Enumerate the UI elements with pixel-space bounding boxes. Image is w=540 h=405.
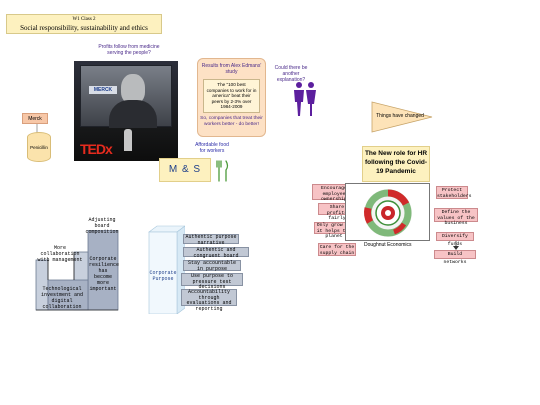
page-title: Social responsibility, sustainability an…	[20, 24, 148, 32]
portrait-face	[121, 74, 145, 104]
study-conclusion: So, companies that treat their workers b…	[200, 115, 263, 127]
ms-box: M & S	[159, 158, 211, 182]
hr-role-title: The New role for HR following the Covid-…	[362, 146, 430, 182]
study-header: Results from Alex Edmans' study	[201, 63, 262, 75]
collaboration-label: More collaboration with management	[37, 245, 83, 263]
resilience-steps	[35, 230, 119, 311]
penicillin-cylinder: Penicillin	[27, 132, 51, 162]
resilience-label: Corporate resilience has become more imp…	[89, 256, 120, 292]
things-changed-arrow	[371, 101, 433, 133]
doughnut-caption: Doughnut Economics	[364, 242, 412, 248]
cutlery-icon	[216, 160, 229, 182]
alex-edmans-study: Results from Alex Edmans' study The "100…	[197, 58, 266, 137]
doughnut-chart	[364, 189, 412, 237]
merck-connector	[36, 124, 38, 133]
define-values-item: Define the values of the business	[434, 208, 478, 226]
protect-stakeholders-item: Protect stakeholders	[436, 186, 472, 199]
build-networks-item: Build networks	[434, 250, 476, 265]
purpose-item-5: Accountability through evaluations and r…	[181, 289, 237, 311]
supply-chain-item: Care for the supply chain	[318, 243, 356, 256]
purpose-item-4: Use purpose to pressure test decisions	[181, 273, 243, 290]
affordable-food-note: Affordable food for workers	[195, 142, 229, 154]
merck-box: Merck	[22, 113, 48, 124]
corporate-purpose-label: Corporate Purpose	[149, 270, 177, 282]
title-subtitle: W1 Class 2	[72, 17, 96, 22]
portrait-body	[109, 100, 157, 128]
explanation-note: Could there be another explanation?	[274, 65, 308, 83]
purpose-item-3: Stay accountable in purpose	[183, 260, 241, 271]
purpose-item-1: Authentic purpose narrative	[183, 234, 239, 245]
merck-logo: MERCK	[89, 86, 117, 94]
tech-investment-label: Technological investment and digital col…	[40, 286, 83, 310]
down-arrow-icon	[453, 241, 459, 250]
diversify-funds-item: Diversify funds	[436, 232, 474, 247]
profits-note: Profits follow from medicine serving the…	[98, 44, 160, 56]
purpose-column	[148, 225, 185, 314]
speaker-figure	[124, 129, 132, 151]
board-composition-label: Adjusting board composition	[85, 217, 119, 235]
tedx-photo: MERCK TEDx	[74, 61, 178, 161]
people-icon	[294, 82, 316, 116]
tedx-logo: TEDx	[80, 141, 113, 157]
things-changed-label: Things have changed	[376, 113, 424, 119]
title-box: W1 Class 2 Social responsibility, sustai…	[6, 14, 162, 34]
doughnut-diagram	[345, 183, 430, 241]
projector-screen: MERCK	[80, 65, 172, 128]
purpose-item-2: Authentic and congruent board	[183, 247, 249, 258]
study-quote: The "100 best companies to work for in a…	[203, 79, 260, 113]
